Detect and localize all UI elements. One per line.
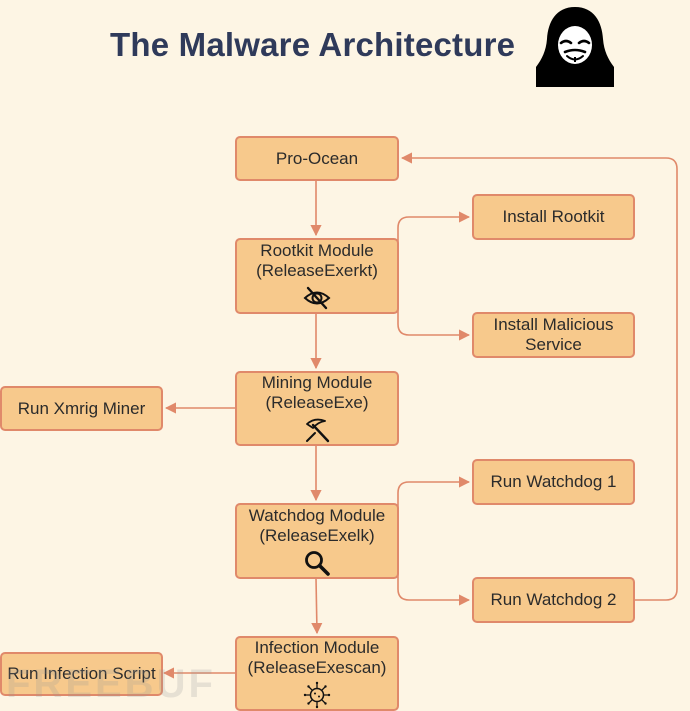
node-label: Run Watchdog 2 [490,590,617,609]
magnifier-icon [305,550,330,576]
node-sublabel: (ReleaseExerkt) [256,260,378,280]
node-label: Rootkit Module [260,240,374,260]
edge-watchdog-to-run-watchdog-2 [397,560,471,606]
node-run-watchdog-2: Run Watchdog 2 [472,577,635,623]
node-install-rootkit: Install Rootkit [472,194,635,240]
virus-icon [303,681,331,709]
node-label: Run Watchdog 1 [490,472,617,491]
node-label: Mining Module [261,373,373,392]
node-sublabel: (ReleaseExelk) [259,525,375,545]
edge-rootkit-to-malicious-service [397,296,471,341]
node-infection-module: Infection Module (ReleaseExescan) [235,636,399,711]
pickaxe-icon [306,418,330,443]
node-watchdog-module: Watchdog Module (ReleaseExelk) [235,503,399,579]
node-install-malicious-service: Install Malicious Service [472,312,635,358]
watermark: FREEBUF [6,662,216,706]
node-pro-ocean: Pro-Ocean [235,136,399,181]
page-title: The Malware Architecture [110,26,516,63]
edge-rootkit-to-install-rootkit [397,211,471,252]
node-label: Install Rootkit [502,207,605,226]
node-label: Install Malicious [493,315,614,334]
node-label: Pro-Ocean [275,148,359,168]
node-label: Watchdog Module [248,505,386,525]
node-rootkit-module: Rootkit Module (ReleaseExerkt) [235,238,399,314]
hacker-icon [536,7,614,87]
node-sublabel: (ReleaseExescan) [247,658,387,677]
node-sublabel: Service [525,335,582,354]
node-run-infection-script: Run Infection Script [0,652,163,696]
node-label: Run Infection Script [7,664,156,683]
edge-run-watchdog-2-to-pro-ocean [400,152,678,601]
node-run-watchdog-1: Run Watchdog 1 [472,459,635,505]
node-run-xmrig-miner: Run Xmrig Miner [0,386,163,431]
hidden-eye-icon [303,286,331,309]
edge-watchdog-to-infection [311,577,323,635]
node-sublabel: (ReleaseExe) [265,393,369,412]
node-label: Infection Module [254,638,380,657]
node-mining-module: Mining Module (ReleaseExe) [235,371,399,446]
node-label: Run Xmrig Miner [17,398,146,418]
edge-watchdog-to-run-watchdog-1 [397,476,471,520]
